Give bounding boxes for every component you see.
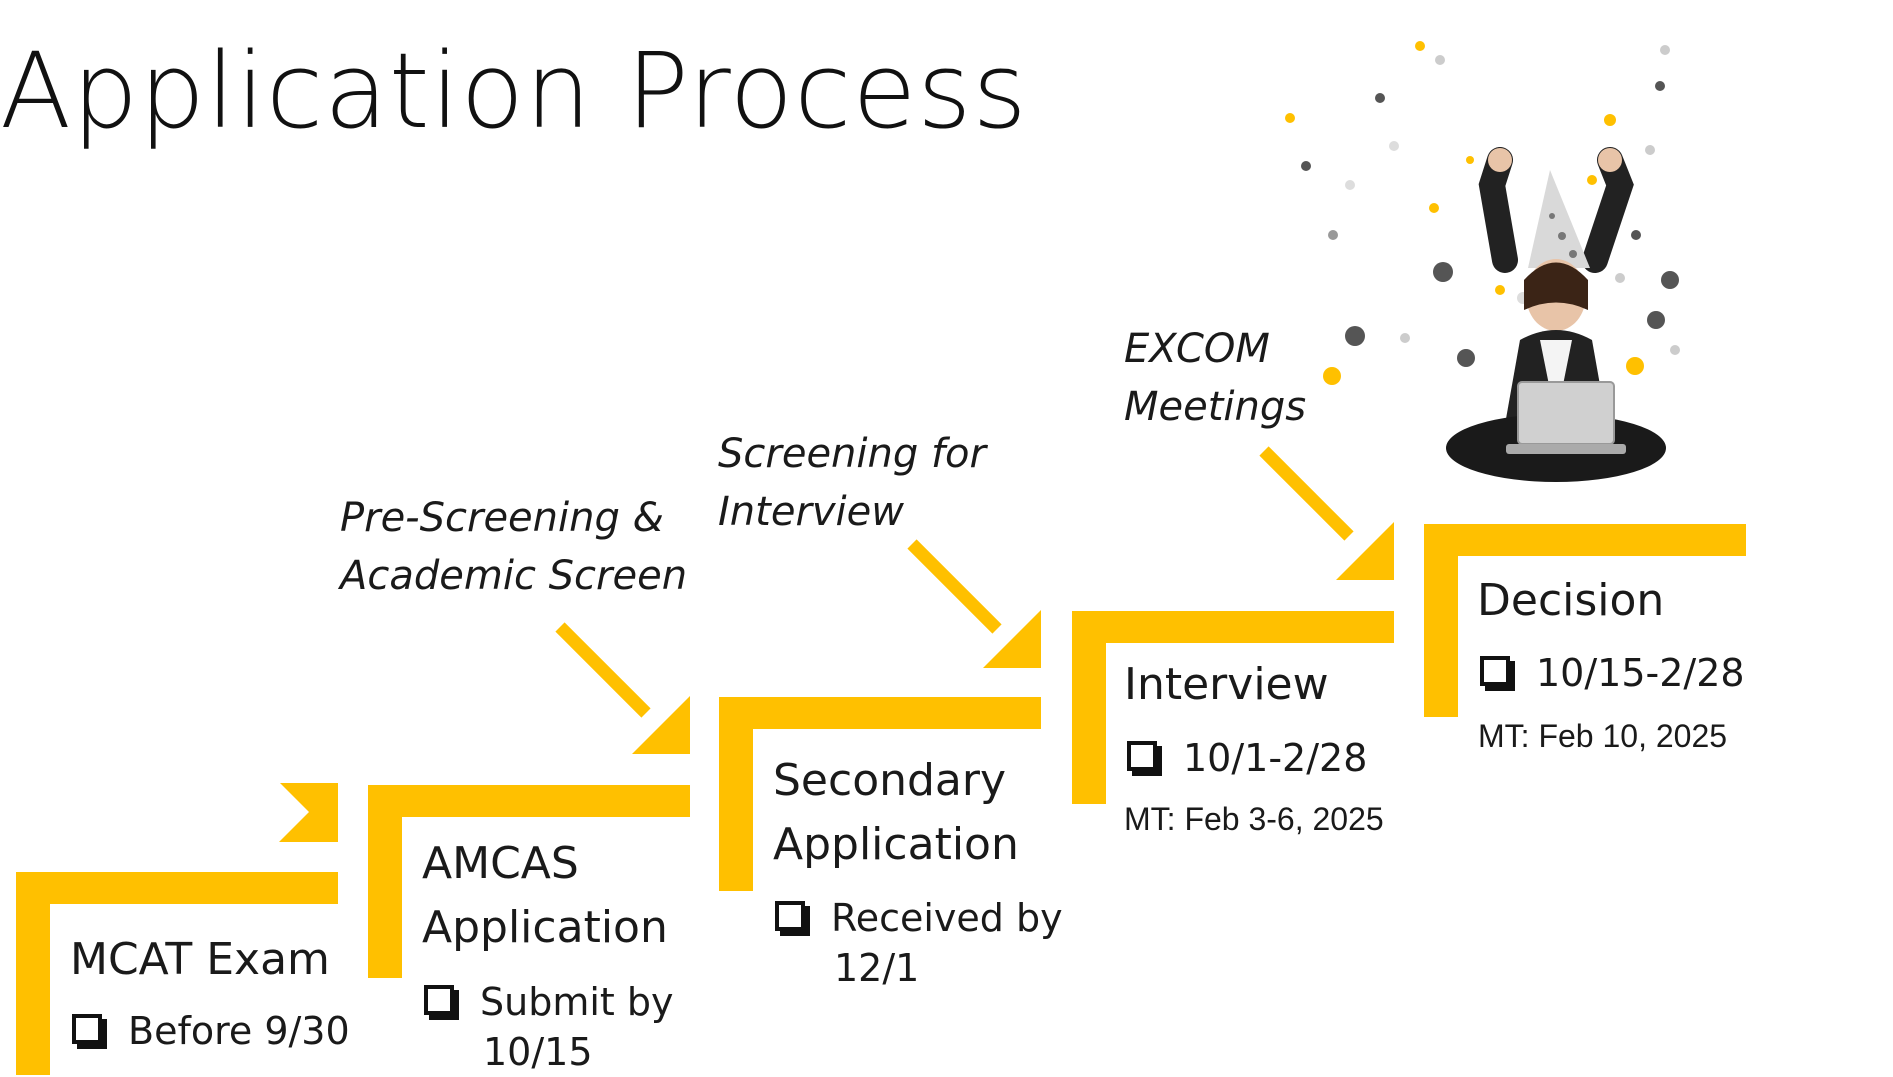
page-title: Application Process [0,30,1028,152]
step-bracket-top [719,697,1041,729]
arrow-line [555,622,651,718]
step-triangle [280,783,338,841]
step-bracket-top [368,785,690,817]
step-title: MCAT Exam [70,934,330,985]
checkbox-icon [775,901,805,931]
checkbox-icon [1127,741,1157,771]
arrow-head [632,696,690,754]
checkbox-icon [424,985,454,1015]
step-title: Secondary Application [773,755,1019,870]
arrow-head [983,610,1041,668]
step-title: Interview [1124,659,1329,710]
step-item: 10/1-2/28 [1127,733,1367,783]
step-bracket-side [1424,524,1458,717]
step-item: Before 9/30 [72,1006,350,1056]
step-bracket-top [1072,611,1394,643]
step-bracket-side [16,872,50,1075]
step-item: 10/15-2/28 [1480,648,1745,698]
stage-label-screening: Screening for Interview [718,431,986,535]
step-date: MT: Feb 10, 2025 [1478,718,1728,754]
stage-label-prescreening: Pre-Screening & Academic Screen [340,495,688,599]
celebration-illustration [1285,41,1680,482]
confetti [1285,41,1680,385]
step-item: Received by 12/1 [775,893,1063,993]
step-date: MT: Feb 3-6, 2025 [1124,801,1384,837]
step-bracket-side [719,697,753,891]
step-title: Decision [1477,575,1665,626]
arrow-line [907,539,1002,634]
arrow-head [1336,522,1394,580]
step-bracket-top [16,872,338,904]
step-title: AMCAS Application [422,838,668,953]
checkbox-icon [1480,656,1510,686]
step-bracket-side [368,785,402,978]
step-item: Submit by 10/15 [424,977,674,1077]
step-bracket-top [1424,524,1746,556]
stage-label-excom: EXCOM Meetings [1124,326,1307,430]
step-bracket-side [1072,611,1106,804]
checkbox-icon [72,1014,102,1044]
